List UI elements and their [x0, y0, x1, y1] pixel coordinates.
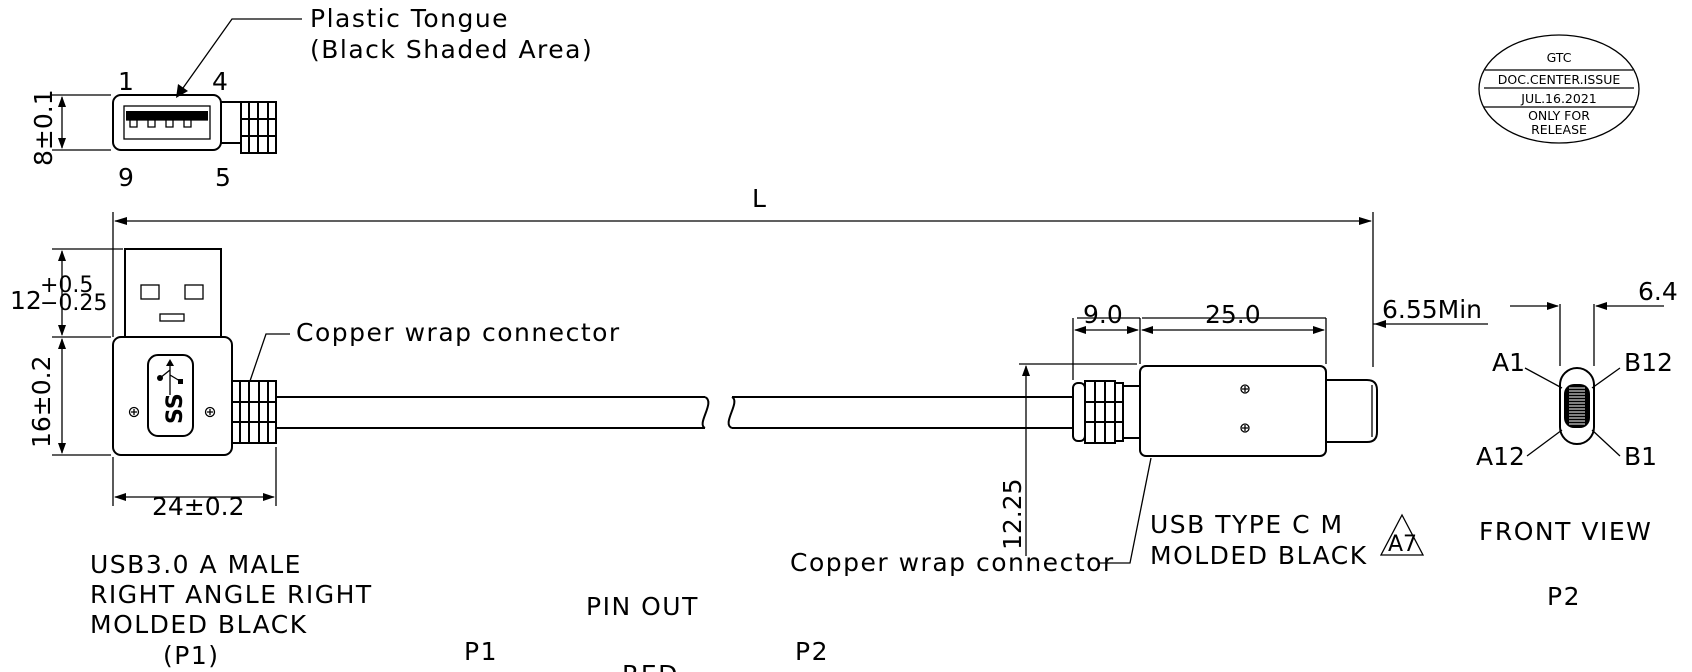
revision-triangle: A7: [1379, 513, 1425, 557]
usb-c-molded-body: [1139, 365, 1327, 457]
usb-a-front-strain-relief: [240, 101, 277, 154]
usb-a-side-view: SS 12 +0.5 −0.25 16±0.2: [10, 248, 621, 521]
usb-a-screw-left: [128, 406, 140, 418]
a12-leader: [1526, 429, 1563, 457]
pin-out-p1: P1: [464, 637, 498, 666]
usb-a-slot: [159, 313, 185, 322]
pin-4-label: 4: [212, 67, 229, 96]
usb-logo-ss: SS: [163, 393, 188, 424]
dim-655-lines: [1373, 320, 1488, 328]
doc-center-stamp: GTC DOC.CENTER.ISSUE JUL.16.2021 ONLY FO…: [1478, 34, 1640, 144]
usb-a-front-opening: [123, 105, 211, 140]
stamp-line4: ONLY FOR: [1528, 108, 1590, 123]
stamp-line3: JUL.16.2021: [1520, 91, 1596, 106]
usb-c-side-view: 9.0 25.0 6.55Min 12.25 Copper wrap conne…: [790, 295, 1488, 577]
usb-a-desc-line1: USB3.0 A MALE: [90, 550, 302, 579]
usb-logo-icon: SS: [157, 359, 188, 424]
b1-label: B1: [1624, 442, 1657, 471]
usb-a-window-left: [140, 284, 160, 300]
dim-64-label: 6.4: [1638, 277, 1678, 306]
pin-1-label: 1: [118, 67, 135, 96]
dim-length-lines: [112, 212, 1374, 367]
cable: [276, 396, 1073, 429]
cable-break-right: [727, 396, 736, 429]
stamp-line1: GTC: [1547, 50, 1572, 65]
pin-out-title: PIN OUT: [586, 592, 699, 621]
pin-5-label: 5: [215, 163, 232, 192]
usb-c-desc-line2: MOLDED BLACK: [1150, 541, 1368, 570]
dim-24-lines: [112, 447, 277, 506]
dim-9-label: 9.0: [1083, 300, 1123, 329]
stamp-line2: DOC.CENTER.ISSUE: [1498, 72, 1621, 87]
front-view-label: FRONT VIEW: [1479, 517, 1652, 546]
usb-a-desc-line2: RIGHT ANGLE RIGHT: [90, 580, 373, 609]
usb-c-desc-line1: USB TYPE C M: [1150, 510, 1344, 539]
dim-12-lines: [52, 248, 123, 336]
usb-c-screw-bottom: [1240, 423, 1250, 433]
copper-wrap-top-leader: [249, 333, 290, 382]
dim-16-lines: [52, 336, 111, 456]
plastic-tongue-arrow: [176, 84, 188, 98]
usb-c-front-view: 6.4 A1 B12 A12 B1 FRONT VIEW P2: [1476, 277, 1678, 611]
cable-break-left: [701, 396, 710, 429]
usb-c-strain-relief: [1072, 380, 1124, 444]
pin-9-label: 9: [118, 163, 135, 192]
a12-label: A12: [1476, 442, 1525, 471]
dim-16-label: 16±0.2: [27, 355, 56, 448]
usb-a-metal-plug: [124, 248, 222, 342]
usb-a-desc-line3: MOLDED BLACK: [90, 610, 308, 639]
b1-leader: [1591, 429, 1621, 457]
dim-655-label: 6.55Min: [1382, 295, 1482, 324]
dim-8-lines: [52, 94, 111, 151]
plastic-tongue-leader: [182, 18, 302, 89]
copper-wrap-bottom-label: Copper wrap connector: [790, 548, 1115, 577]
dim-12-minus: −0.25: [40, 291, 107, 316]
dim-8-label: 8±0.1: [29, 89, 58, 166]
usb-c-metal-plug: [1326, 379, 1378, 443]
plastic-tongue-label: Plastic Tongue: [310, 4, 509, 33]
dim-9-25-lines: [1072, 317, 1327, 380]
b12-leader: [1591, 367, 1621, 389]
pin-out-red-cut: RED: [622, 660, 679, 672]
usb-a-window-right: [184, 284, 204, 300]
dim-12-base: 12: [10, 286, 42, 315]
plastic-tongue-shade: [126, 111, 208, 120]
dim-12-plus: +0.5: [40, 273, 93, 298]
usb-a-front-shell: [112, 94, 222, 151]
usb-a-strain-relief: [231, 380, 277, 444]
usb-c-front-contacts: [1569, 387, 1585, 425]
dim-1225-label: 12.25: [998, 478, 1027, 550]
usb-a-front-view: 1 4 9 5 Plastic Tongue (Black Shaded Are…: [29, 4, 593, 192]
usb-logo-frame: [147, 354, 194, 437]
usb-a-desc-line4: (P1): [163, 641, 220, 670]
usb-a-front-contacts: [126, 119, 208, 128]
front-view-p2-label: P2: [1547, 582, 1581, 611]
a1-label: A1: [1492, 348, 1525, 377]
b12-label: B12: [1624, 348, 1673, 377]
copper-wrap-bottom-leader: [1098, 457, 1152, 564]
pin-out-p2: P2: [795, 637, 829, 666]
plastic-tongue-sublabel: (Black Shaded Area): [310, 35, 593, 64]
usb-a-description: USB3.0 A MALE RIGHT ANGLE RIGHT MOLDED B…: [90, 550, 373, 670]
dim-1225-lines: [1019, 363, 1137, 556]
copper-wrap-top-label: Copper wrap connector: [296, 318, 621, 347]
stamp-line5: RELEASE: [1531, 122, 1587, 137]
revision-label: A7: [1388, 532, 1417, 557]
usb-a-screw-right: [204, 406, 216, 418]
dim-24-label: 24±0.2: [152, 492, 245, 521]
usb-c-description: USB TYPE C M MOLDED BLACK: [1150, 510, 1368, 570]
dim-length-label: L: [752, 184, 767, 213]
usb-c-screw-top: [1240, 384, 1250, 394]
dim-25-label: 25.0: [1205, 300, 1261, 329]
a1-leader: [1524, 367, 1563, 389]
dim-64-lines: [1510, 302, 1664, 366]
